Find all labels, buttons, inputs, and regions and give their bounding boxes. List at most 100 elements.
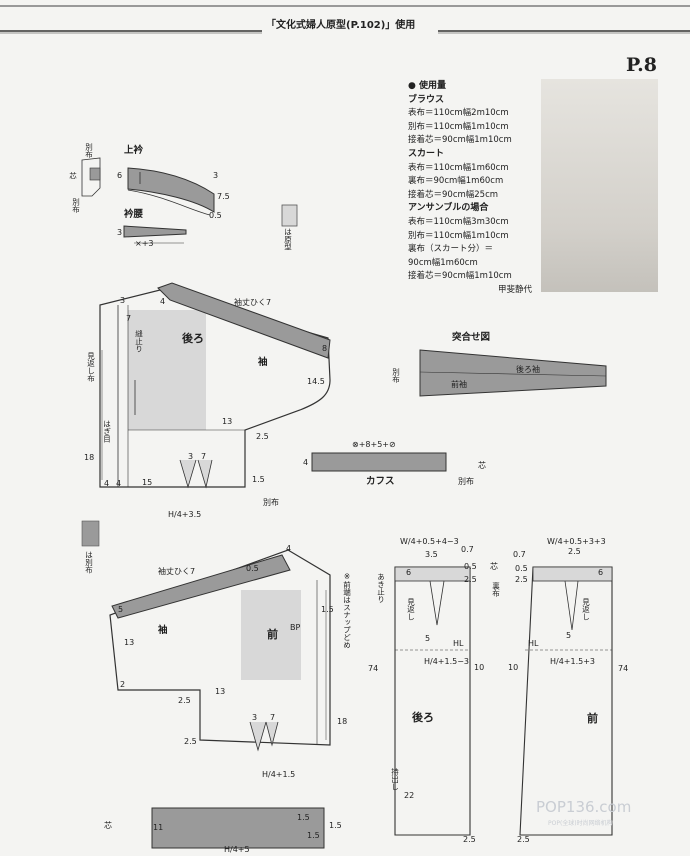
sleeve-length-label: 袖丈ひく7 — [234, 298, 272, 307]
dim: 14.5 — [307, 377, 325, 386]
material-line: 接着芯＝90cm幅1m10cm — [408, 135, 512, 146]
mikaehi-label: 見返し布 — [86, 352, 96, 382]
akidomari-label: あき止り — [376, 573, 386, 603]
hl-label: HL — [528, 639, 539, 648]
collar-band-label: 衿腰 — [124, 209, 144, 220]
dim: 0.5 — [464, 562, 477, 571]
header-title: 「文化式婦人原型(P.102)」使用 — [262, 21, 420, 31]
dim: 4 — [160, 297, 166, 306]
dim: 6 — [598, 568, 604, 577]
h4-formula: H/4+3.5 — [168, 510, 202, 519]
blouse-label: ブラウス — [408, 94, 445, 105]
dim: 0.7 — [461, 545, 474, 554]
skirt-back-piece — [394, 566, 471, 836]
sleeve-length-label: 袖丈ひく7 — [158, 567, 196, 576]
dim: 22 — [404, 791, 415, 800]
dim: 1.5 — [297, 813, 310, 822]
dim: 1.5 — [321, 605, 334, 614]
back-bodice-sleeve — [99, 282, 331, 489]
mochidashi-label: 持出し — [390, 768, 400, 791]
dim: 11 — [153, 823, 164, 832]
ensemble-label: アンサンブルの場合 — [408, 203, 489, 214]
hagime-label: はぎ目 — [102, 420, 112, 443]
joined-sleeve-diagram — [419, 349, 607, 397]
back-label: 後ろ — [182, 332, 204, 345]
front-label: 前 — [267, 628, 278, 641]
dim: 13 — [124, 638, 135, 647]
dim: 4 — [286, 544, 292, 553]
dim: 4 — [303, 458, 309, 467]
skirt-back-formula: W/4+0.5+4−3 — [400, 537, 459, 546]
materials-heading: ● 使用量 — [408, 81, 446, 91]
lining-note: は原型 — [283, 228, 293, 251]
shin-label: 芯 — [104, 821, 112, 830]
dim: 0.5 — [209, 211, 222, 220]
h4-formula: H/4+1.5−3 — [424, 657, 470, 666]
dim: 10 — [508, 663, 519, 672]
dim: 10 — [474, 663, 485, 672]
designer-name: 甲斐静代 — [497, 284, 532, 295]
cuff-formula: ⊗+8+5+⊘ — [352, 440, 396, 449]
material-line: 別布＝110cm幅1m10cm — [408, 230, 509, 241]
material-line: 裏布（スカート分）＝ — [408, 244, 494, 255]
cuff-piece — [311, 452, 447, 472]
betsununo-label: 別布 — [71, 198, 81, 213]
h4-formula: H/4+5 — [224, 845, 250, 854]
dim: 8 — [322, 344, 328, 353]
dim: 2.5 — [463, 835, 476, 844]
hl-label: HL — [453, 639, 464, 648]
material-line: 表布＝110cm幅3m30cm — [408, 216, 509, 227]
front-sleeve-label: 前袖 — [451, 380, 467, 389]
watermark: POP136.com — [536, 798, 632, 816]
joined-diagram-label: 突合せ図 — [452, 332, 491, 343]
facing-piece — [151, 807, 325, 849]
dim: 74 — [618, 664, 629, 673]
dim: 7.5 — [217, 192, 230, 201]
collar-detail — [81, 157, 101, 197]
dim: 13 — [215, 687, 226, 696]
back-sleeve-label: 後ろ袖 — [516, 365, 540, 374]
dim: 7 — [201, 452, 207, 461]
dim: 5 — [566, 631, 572, 640]
betsununo-note: は別布 — [84, 551, 94, 574]
dim: 4 — [116, 479, 122, 488]
dim: 2.5 — [515, 575, 528, 584]
dim: 0.7 — [513, 550, 526, 559]
dim: 2.5 — [517, 835, 530, 844]
material-line: 接着芯＝90cm幅25cm — [408, 189, 499, 200]
contrast-swatch — [81, 520, 100, 547]
dim: 5 — [425, 634, 431, 643]
betsununo-label: 別布 — [263, 498, 279, 507]
shin-label: 芯 — [478, 461, 486, 470]
dim: 18 — [337, 717, 348, 726]
materials-list: ● 使用量 ブラウス 表布＝110cm幅2m10cm 別布＝110cm幅1m10… — [408, 80, 538, 298]
dim: 1.5 — [252, 475, 265, 484]
skirt-front-piece — [519, 566, 613, 836]
upper-collar-piece — [127, 167, 215, 216]
dim: 6 — [406, 568, 412, 577]
dim: 1.5 — [329, 821, 342, 830]
betsununo-label: 別布 — [84, 143, 94, 158]
sleeve-label: 袖 — [258, 357, 268, 368]
collar-label: 上衿 — [124, 145, 144, 156]
dim: 7 — [126, 314, 132, 323]
stitch-stop-label: 縫止り — [134, 330, 144, 353]
dim: 74 — [368, 664, 379, 673]
dim: 15 — [142, 478, 153, 487]
collar-formula: ×+3 — [135, 239, 154, 248]
skirt-front-formula: W/4+0.5+3+3 — [547, 537, 606, 546]
material-line: 別布＝110cm幅1m10cm — [408, 121, 509, 132]
material-line: 表布＝110cm幅1m60cm — [408, 162, 509, 173]
pattern-swatch — [281, 204, 298, 227]
dim: 7 — [270, 713, 276, 722]
sleeve-label: 袖 — [158, 625, 168, 636]
dim: 2.5 — [256, 432, 269, 441]
material-line: 表布＝110cm幅2m10cm — [408, 108, 509, 119]
collar-band-piece — [123, 225, 187, 244]
dim: 0.5 — [246, 564, 259, 573]
skirt-label: スカート — [408, 148, 445, 159]
h4-formula: H/4+1.5 — [262, 770, 296, 779]
front-snap-note: ※前端はスナップどめ — [342, 572, 352, 649]
page-number: P.8 — [626, 54, 657, 76]
